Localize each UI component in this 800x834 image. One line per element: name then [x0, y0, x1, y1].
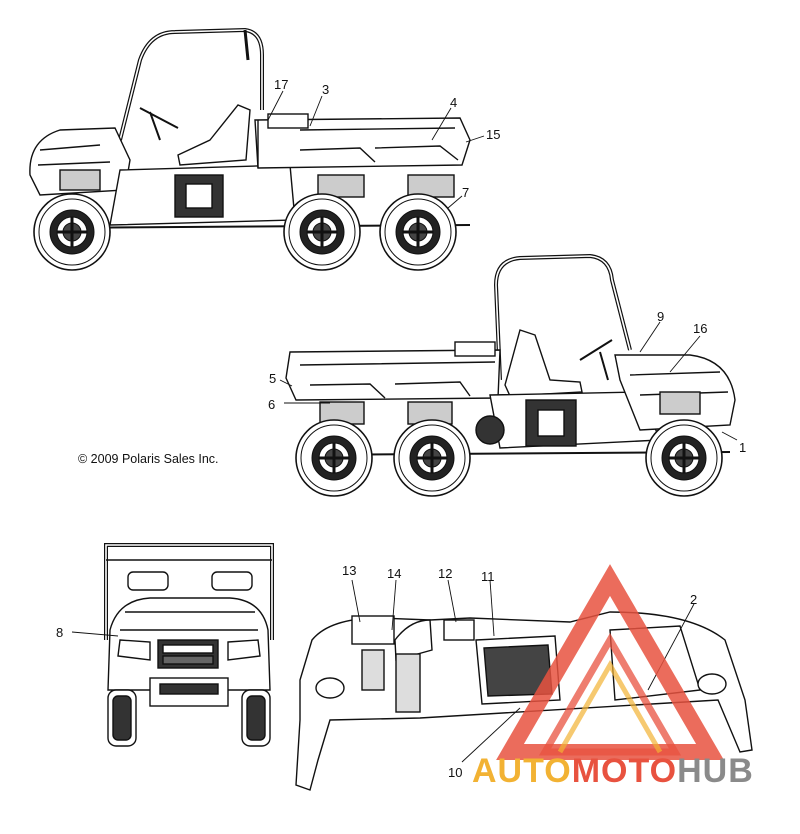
callout-16: 16: [693, 321, 708, 336]
callout-12: 12: [438, 566, 453, 581]
leader-line-8: [71, 631, 119, 637]
callout-9: 9: [657, 309, 665, 324]
leader-lines-middle: [279, 321, 738, 441]
callout-3: 3: [322, 82, 330, 97]
callout-10: 10: [448, 765, 463, 780]
wheel-rear-2-right: [392, 418, 472, 498]
watermark-text: AUTOMOTOHUB: [472, 752, 754, 791]
wheel-rear-2: [378, 192, 458, 272]
leader-lines-dashboard: [351, 579, 695, 763]
callout-4: 4: [450, 95, 458, 110]
watermark-text-auto: AUTO: [472, 752, 572, 790]
callout-8: 8: [56, 625, 64, 640]
front-view-wheels: [107, 689, 271, 747]
callout-6: 6: [268, 397, 276, 412]
wheel-rear-1: [282, 192, 362, 272]
copyright-notice: © 2009 Polaris Sales Inc.: [78, 452, 219, 466]
watermark-logo: [496, 564, 724, 760]
callout-1: 1: [739, 440, 747, 455]
watermark-text-moto: MOTO: [571, 752, 678, 790]
leader-lines-top: [267, 90, 485, 209]
vehicle-front-view: [104, 543, 274, 707]
callout-13: 13: [342, 563, 357, 578]
callout-7: 7: [462, 185, 470, 200]
vehicle-left-side-view: [29, 27, 471, 229]
callout-15: 15: [486, 127, 501, 142]
wheel-rear-1-right: [294, 418, 374, 498]
callout-5: 5: [269, 371, 277, 386]
wheel-front-right: [644, 418, 724, 498]
wheel-front: [32, 192, 112, 272]
callout-11: 11: [481, 569, 495, 584]
callout-2: 2: [690, 592, 698, 607]
watermark-text-hub: HUB: [677, 752, 754, 790]
callout-14: 14: [387, 566, 402, 581]
callout-17: 17: [274, 77, 289, 92]
